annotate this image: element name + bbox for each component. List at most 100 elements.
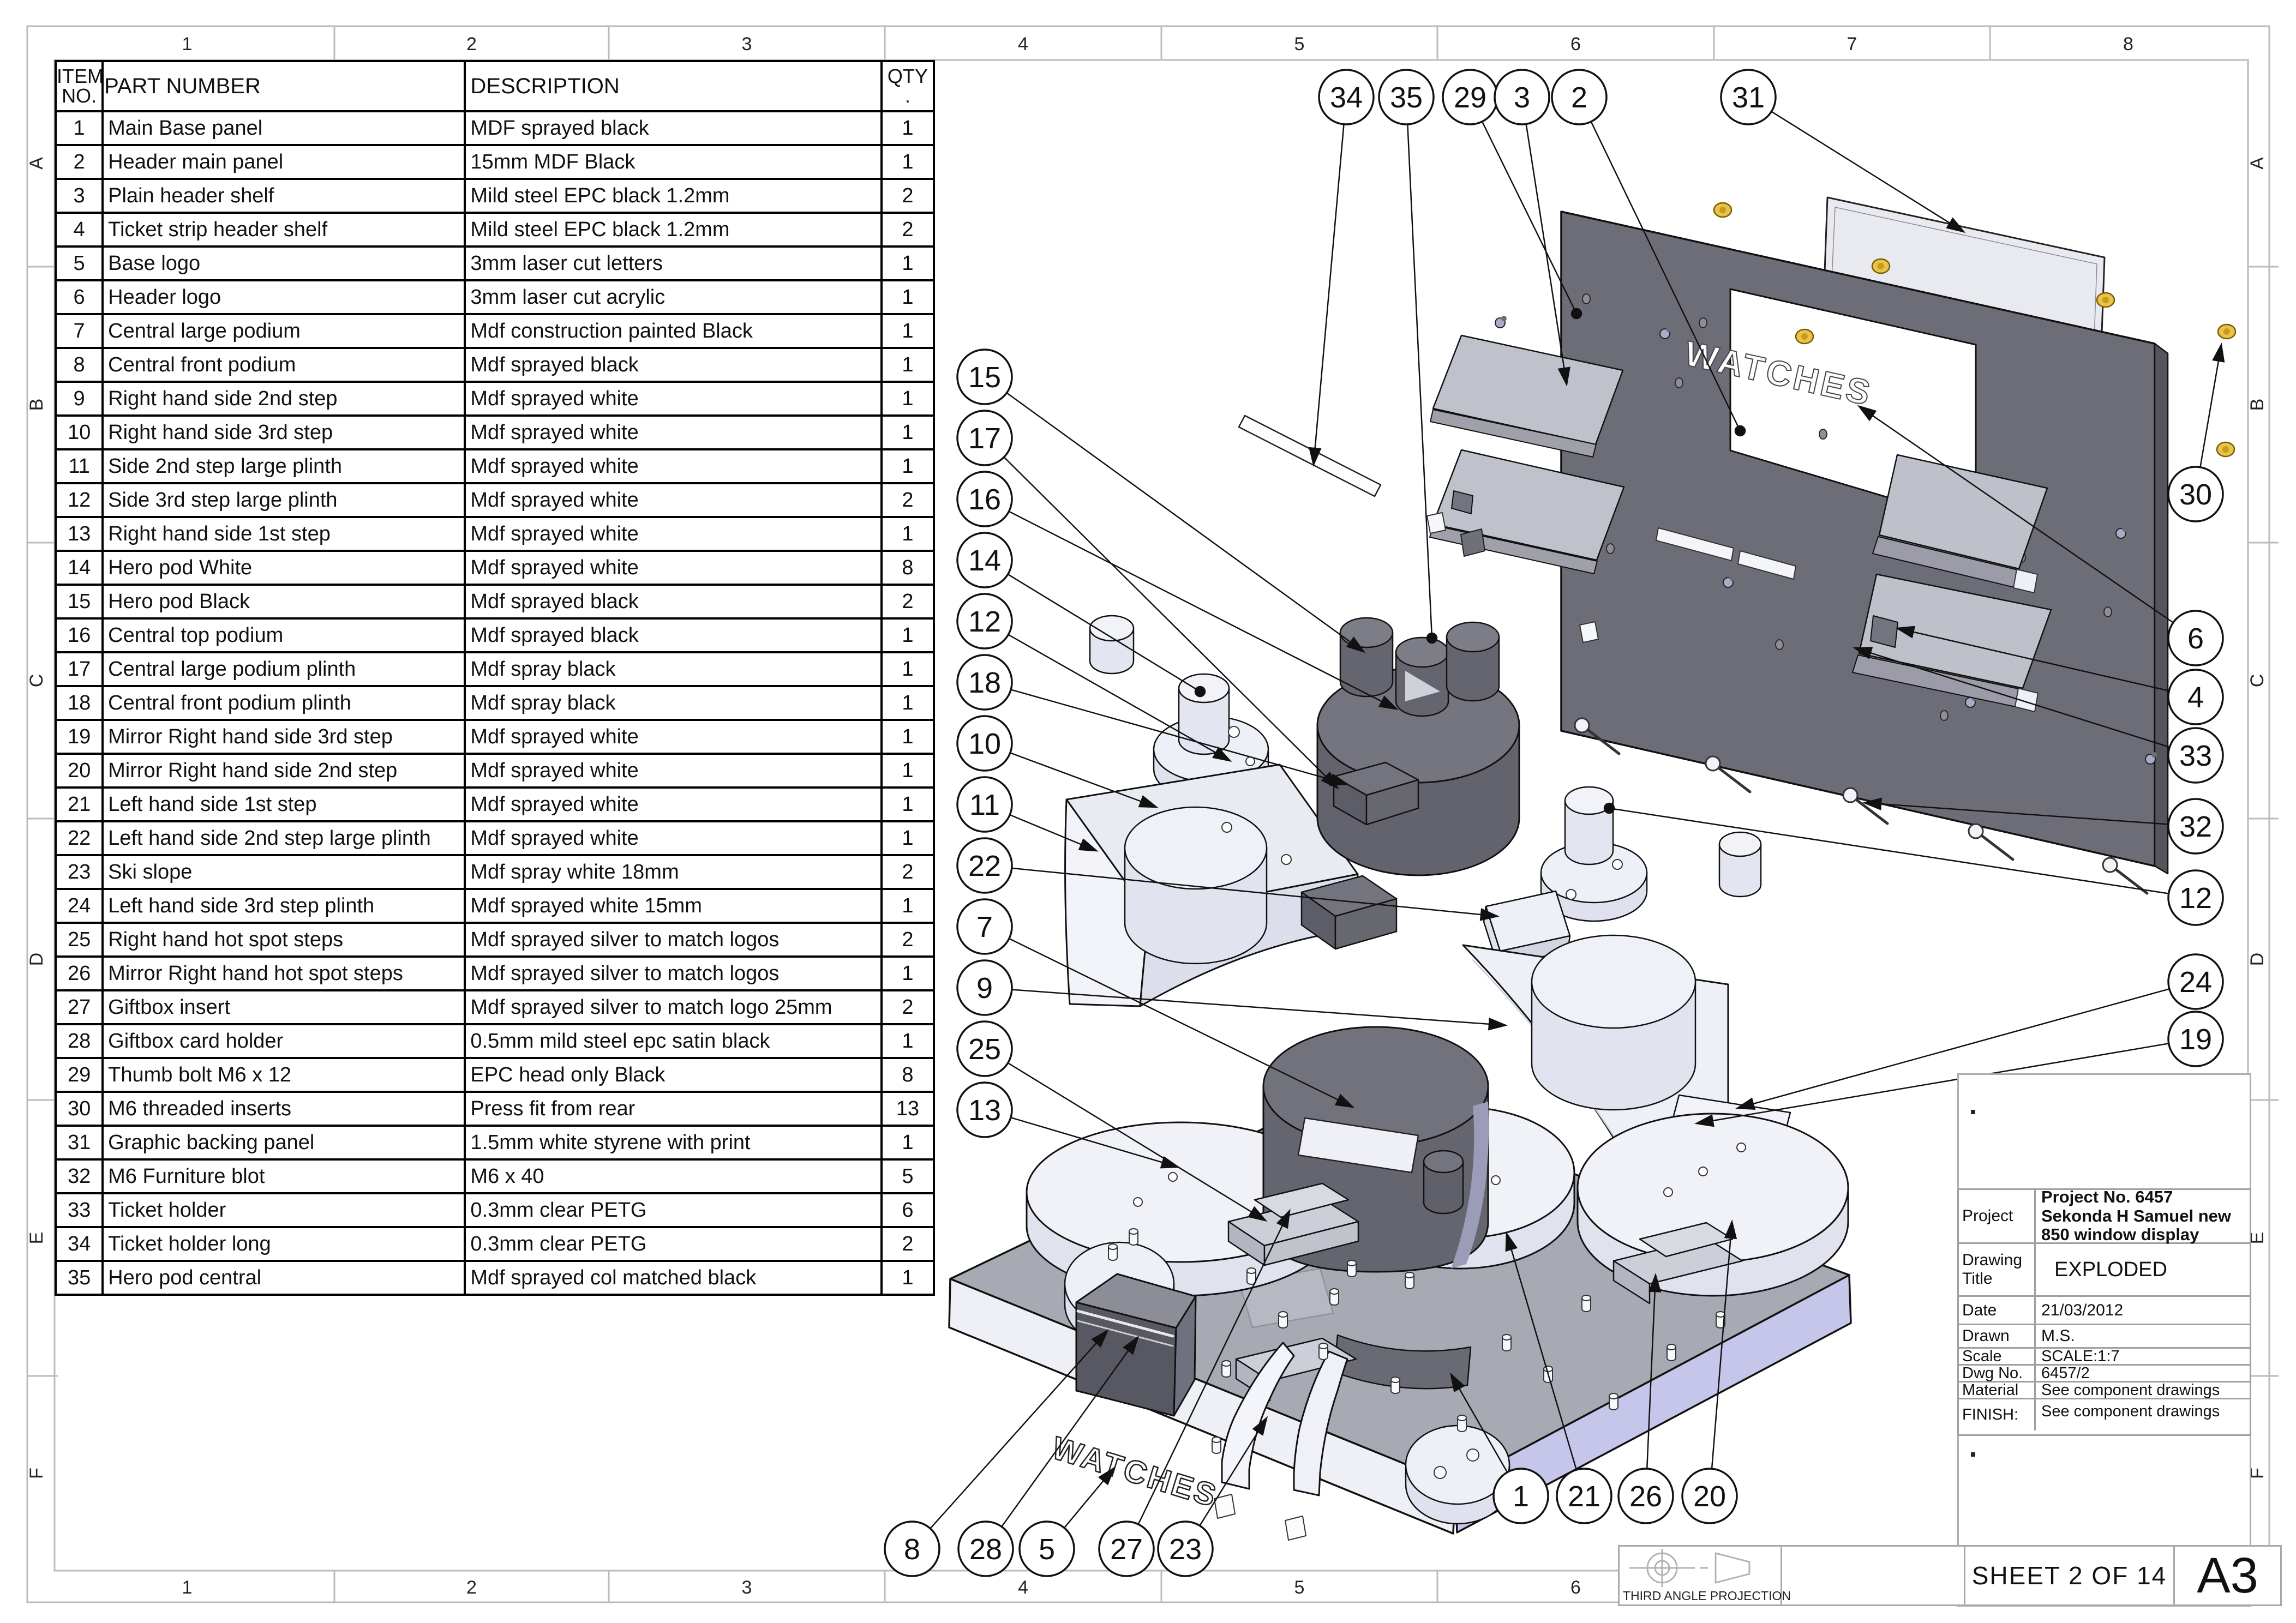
item-balloon: 17 [956, 410, 1013, 466]
peg-icon [1405, 1272, 1414, 1278]
peg-icon [1246, 1267, 1256, 1274]
bom-item-no: 22 [54, 820, 104, 856]
leader-arrowhead [1557, 366, 1570, 387]
bom-item-no: 17 [54, 651, 104, 687]
leader-arrowhead [1248, 1206, 1268, 1222]
peg-icon [1609, 1393, 1618, 1399]
bom-description: Mdf sprayed silver to match logos [464, 922, 883, 958]
bom-qty: 1 [880, 685, 936, 721]
bom-qty: 8 [880, 550, 936, 586]
leader-arrowhead [1091, 1329, 1109, 1348]
leader-arrowhead [1138, 795, 1159, 808]
bom-part-number: Ski slope [101, 854, 466, 890]
bom-qty: 6 [880, 1192, 936, 1228]
bom-part-number: Base logo [101, 245, 466, 281]
balloon-number: 23 [1169, 1533, 1202, 1566]
bom-item-no: 35 [54, 1260, 104, 1296]
leader-line [1137, 1210, 1291, 1525]
leader-line [2199, 344, 2222, 467]
bom-header-qty: QTY. [880, 60, 936, 112]
leader-arrowhead [1946, 217, 1966, 233]
title-value-project: Project No. 6457 Sekonda H Samuel new 85… [2041, 1187, 2231, 1245]
bom-part-number: Giftbox card holder [101, 1023, 466, 1059]
bom-description: Mdf sprayed white [464, 719, 883, 755]
title-value-material: See component drawings [2041, 1381, 2220, 1399]
border-row-label: D [2247, 953, 2268, 966]
bom-part-number: Ticket strip header shelf [101, 212, 466, 248]
leader-dot [1734, 425, 1746, 437]
bom-part-number: Left hand side 3rd step plinth [101, 888, 466, 924]
bom-qty: 1 [880, 448, 936, 484]
bom-qty: 1 [880, 110, 936, 146]
balloon-number: 3 [1514, 81, 1530, 114]
border-row-label: B [26, 399, 47, 411]
leader-line [1008, 573, 1201, 693]
balloon-number: 12 [968, 605, 1001, 638]
bom-description: Mild steel EPC black 1.2mm [464, 212, 883, 248]
bom-item-no: 9 [54, 381, 104, 417]
bom-item-no: 13 [54, 516, 104, 552]
revision-dot-top [1971, 1110, 1975, 1114]
peg-icon [1212, 1436, 1221, 1443]
bom-header-desc: DESCRIPTION [464, 60, 883, 112]
leader-arrowhead [1488, 1018, 1508, 1031]
border-column-label: 4 [1018, 1577, 1028, 1598]
item-balloon: 20 [1681, 1468, 1738, 1524]
bom-description: Mdf spray black [464, 651, 883, 687]
border-column-label: 7 [1847, 34, 1857, 55]
balloon-number: 5 [1039, 1533, 1055, 1566]
item-balloon: 9 [956, 959, 1013, 1016]
balloon-number: 8 [904, 1533, 920, 1566]
leader-line [1011, 867, 1498, 917]
leader-line [1010, 752, 1157, 808]
title-value-drawn: M.S. [2041, 1327, 2075, 1345]
bom-part-number: Giftbox insert [101, 989, 466, 1025]
leader-line [1011, 989, 1506, 1026]
balloon-number: 32 [2179, 810, 2212, 843]
bom-qty: 1 [880, 279, 936, 315]
projection-label: THIRD ANGLE PROJECTION [1623, 1589, 1791, 1603]
balloon-number: 6 [2187, 622, 2204, 655]
bom-qty: 1 [880, 381, 936, 417]
item-balloon: 12 [2167, 869, 2224, 926]
bom-qty: 1 [880, 753, 936, 789]
bom-description: Mdf sprayed white [464, 381, 883, 417]
bom-part-number: Central top podium [101, 617, 466, 653]
item-balloon: 31 [1720, 69, 1777, 125]
leader-arrowhead [1724, 1219, 1737, 1240]
bom-item-no: 5 [54, 245, 104, 281]
peg-icon [1716, 1311, 1725, 1318]
item-balloon: 19 [2167, 1011, 2224, 1067]
leader-arrowhead [1648, 1273, 1662, 1293]
leader-arrowhead [1346, 636, 1366, 653]
item-balloon: 28 [957, 1520, 1014, 1577]
side-step-wedge-left [1064, 764, 1398, 1007]
item-balloon: 8 [884, 1520, 940, 1577]
bom-item-no: 11 [54, 448, 104, 484]
bom-description: MDF sprayed black [464, 110, 883, 146]
peg-icon [1108, 1246, 1118, 1261]
bom-description: 0.3mm clear PETG [464, 1192, 883, 1228]
bom-qty: 1 [880, 516, 936, 552]
leader-line [1481, 121, 1578, 314]
peg-icon [1347, 1260, 1357, 1266]
bom-qty: 1 [880, 820, 936, 856]
bom-qty: 1 [880, 313, 936, 349]
leader-arrowhead [1862, 797, 1883, 810]
balloon-number: 14 [968, 544, 1001, 577]
balloon-number: 27 [1110, 1533, 1143, 1566]
leader-arrowhead [1252, 1416, 1268, 1436]
bom-qty: 2 [880, 178, 936, 214]
title-value-finish: See component drawings [2041, 1403, 2220, 1420]
leader-arrowhead [2212, 342, 2225, 363]
item-balloon: 29 [1442, 69, 1498, 125]
bom-qty: 1 [880, 888, 936, 924]
